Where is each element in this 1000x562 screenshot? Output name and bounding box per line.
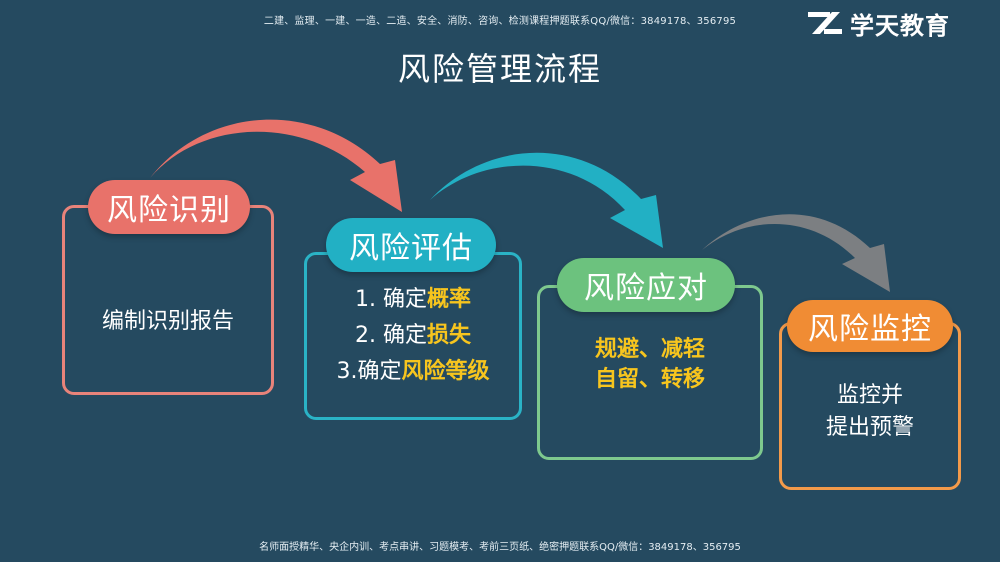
arrow-assess-to-respond <box>430 152 663 248</box>
step-monitor-label: 风险监控 <box>787 300 953 352</box>
respond-line: 自留、转移 <box>594 367 705 392</box>
arrow-respond-to-monitor <box>702 214 890 292</box>
bottom-banner: 名师面授精华、央企内训、考点串讲、习题模考、考前三页纸、绝密押题联系QQ/微信：… <box>259 542 741 553</box>
step-assess-label: 风险评估 <box>326 218 496 272</box>
step-identify-box <box>62 205 274 395</box>
assess-item-highlight: 概率 <box>426 287 471 312</box>
step-respond-text: 规避、减轻 自留、转移 <box>537 335 763 395</box>
top-banner: 二建、监理、一建、一造、二造、安全、消防、咨询、检测课程押题联系QQ/微信：38… <box>263 16 737 27</box>
monitor-line: 监控并 <box>836 383 903 408</box>
logo-mark-icon <box>808 12 842 34</box>
step-monitor-text: 监控并 提出预警 <box>779 380 961 444</box>
step-respond-box <box>537 285 763 460</box>
assess-item: 1. 确定概率 <box>304 282 522 318</box>
step-assess-list: 1. 确定概率 2. 确定损失 3.确定风险等级 <box>304 282 522 390</box>
assess-item: 2. 确定损失 <box>304 318 522 354</box>
assess-item-highlight: 损失 <box>426 323 471 348</box>
step-identify-label: 风险识别 <box>88 180 250 234</box>
page-title: 风险管理流程 <box>397 50 602 88</box>
step-respond-label: 风险应对 <box>557 258 735 312</box>
monitor-line: 提出预警 <box>825 415 914 440</box>
assess-item-prefix: 2. 确定 <box>355 323 427 348</box>
logo-text: 学天教育 <box>850 11 950 40</box>
arrow-identify-to-assess <box>150 119 402 212</box>
assess-item: 3.确定风险等级 <box>304 354 522 390</box>
logo: 学天教育 <box>808 8 950 40</box>
respond-line: 规避、减轻 <box>594 337 705 362</box>
assess-item-highlight: 风险等级 <box>401 359 490 384</box>
assess-item-prefix: 1. 确定 <box>355 287 427 312</box>
step-identify-text: 编制识别报告 <box>101 309 234 334</box>
assess-item-prefix: 3.确定 <box>336 359 402 384</box>
